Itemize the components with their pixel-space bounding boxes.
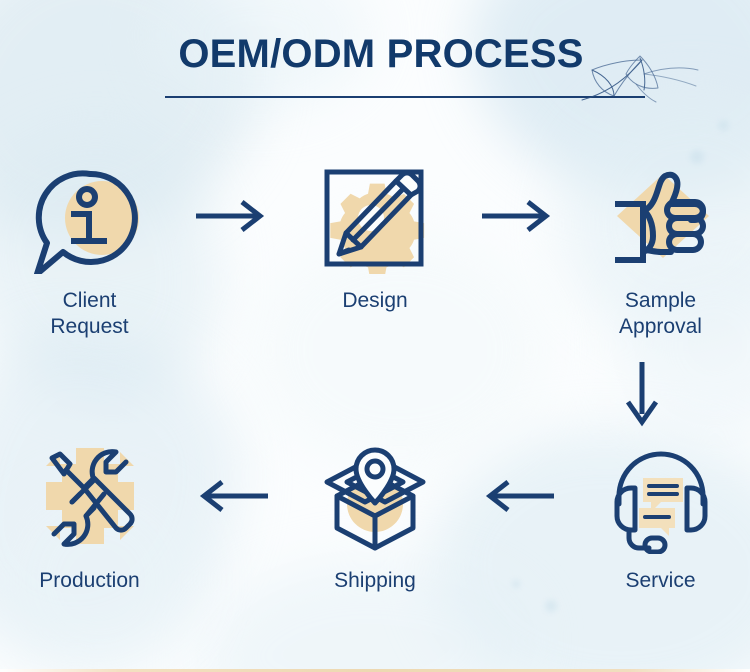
arrow-design-to-sample	[473, 160, 563, 272]
process-row-bottom: Production	[0, 440, 750, 594]
step-sample-approval[interactable]: Sample Approval	[573, 160, 750, 339]
arrow-service-to-shipping	[473, 440, 563, 552]
arrow-client-to-design	[187, 160, 277, 272]
arrow-sample-to-service	[622, 360, 678, 432]
header: OEM/ODM PROCESS	[0, 34, 750, 74]
leaf-branch-icon	[581, 55, 699, 103]
step-client-request[interactable]: Client Request	[0, 160, 177, 339]
step-label-service: Service	[625, 569, 696, 592]
arrow-down-icon	[625, 362, 659, 427]
title-underline	[165, 96, 645, 98]
step-label-client-request: Client Request	[50, 289, 129, 338]
headset-support-icon	[614, 451, 707, 554]
gear-pencil-design-icon	[324, 169, 425, 274]
info-speech-bubble-icon	[33, 170, 139, 274]
thumbs-up-icon	[614, 171, 709, 263]
step-label-design: Design	[342, 289, 408, 312]
gear-tools-icon	[45, 448, 135, 547]
arrow-right-icon	[481, 200, 550, 232]
arrow-left-icon	[485, 480, 554, 512]
step-label-sample-approval: Sample Approval	[619, 289, 702, 338]
step-shipping[interactable]: Shipping	[288, 440, 463, 594]
step-design[interactable]: Design	[288, 160, 463, 314]
arrow-right-icon	[196, 200, 265, 232]
arrow-shipping-to-production	[187, 440, 277, 552]
step-production[interactable]: Production	[0, 440, 177, 594]
process-row-top: Client Request	[0, 160, 750, 339]
production-icon-wrap	[27, 440, 152, 552]
client-request-icon-wrap	[27, 160, 152, 274]
page-title: OEM/ODM PROCESS	[178, 32, 584, 76]
bottom-accent-strip	[0, 669, 750, 672]
box-location-pin-icon	[324, 447, 426, 551]
design-icon-wrap	[313, 160, 438, 274]
sample-approval-icon-wrap	[598, 160, 723, 272]
service-icon-wrap	[598, 440, 723, 554]
step-service[interactable]: Service	[573, 440, 750, 594]
arrow-left-icon	[200, 480, 269, 512]
step-label-production: Production	[39, 569, 140, 592]
shipping-icon-wrap	[313, 440, 438, 552]
step-label-shipping: Shipping	[334, 569, 416, 592]
